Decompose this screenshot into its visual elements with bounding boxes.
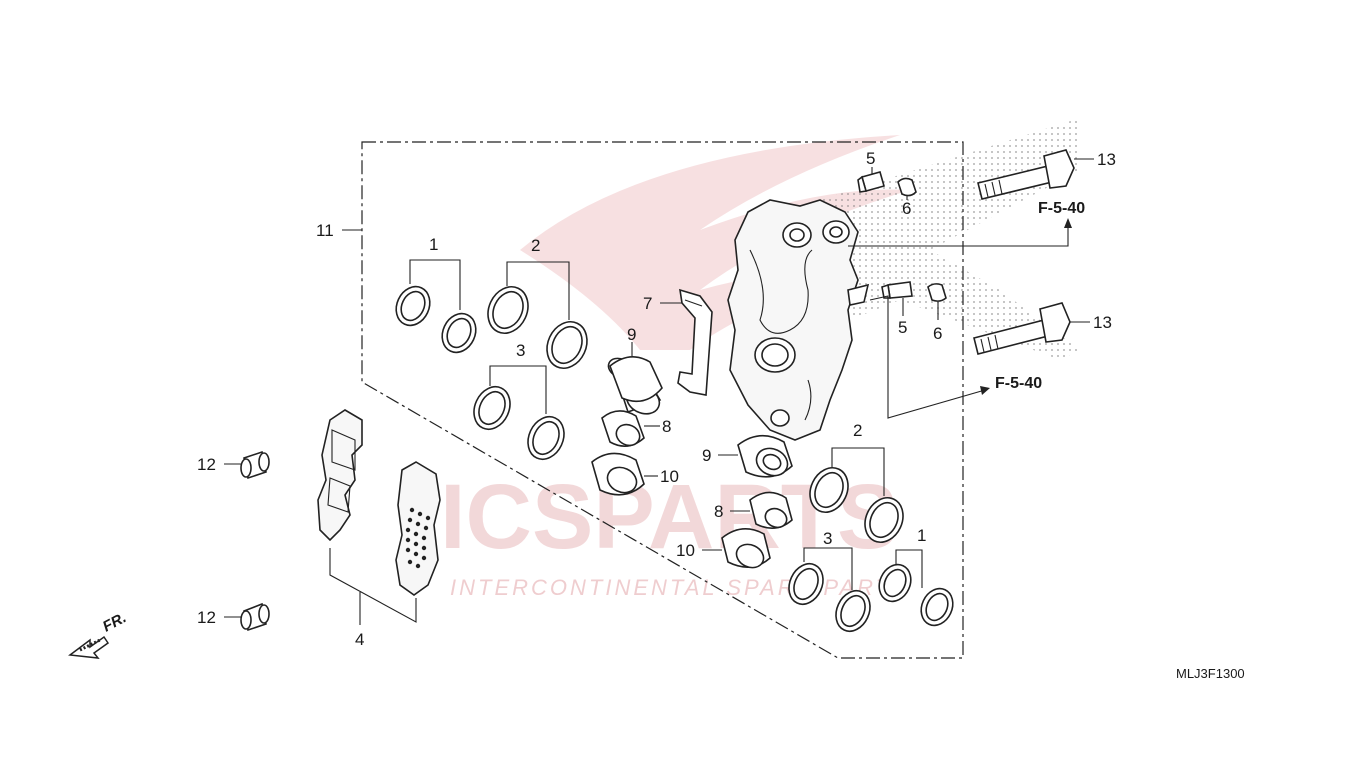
leader-4 bbox=[329, 548, 417, 623]
reference-label-upper: F-5-40 bbox=[1038, 200, 1085, 217]
seal-group-2-lower bbox=[809, 447, 904, 543]
caliper-body bbox=[727, 199, 870, 441]
piston-9-right bbox=[737, 434, 793, 478]
pad-spring-7 bbox=[677, 288, 713, 396]
piston-10-right bbox=[721, 528, 771, 569]
callout-2-upper: 2 bbox=[531, 236, 540, 255]
mounting-bolt-13-upper bbox=[977, 149, 1075, 200]
reference-label-lower: F-5-40 bbox=[995, 375, 1042, 392]
callout-3-lower: 3 bbox=[823, 529, 832, 548]
callout-11: 11 bbox=[316, 221, 334, 240]
bleeder-screw-5-upper bbox=[857, 171, 885, 193]
callout-10-left: 10 bbox=[660, 467, 679, 486]
diagram-code: MLJ3F1300 bbox=[1176, 666, 1245, 681]
seal-group-1-upper bbox=[395, 259, 477, 354]
callout-6-upper: 6 bbox=[902, 199, 911, 218]
callout-13-lower: 13 bbox=[1093, 313, 1112, 332]
callout-6-lower: 6 bbox=[933, 324, 942, 343]
callout-10-right: 10 bbox=[676, 541, 695, 560]
callout-12-lower: 12 bbox=[197, 608, 216, 627]
reference-arrow-lower bbox=[869, 295, 990, 419]
callout-3-upper: 3 bbox=[516, 341, 525, 360]
assembly-boundary-line bbox=[361, 141, 964, 659]
watermark-sub-text: INTERCONTINENTAL SPARE PARTS bbox=[450, 575, 910, 600]
piston-8-right bbox=[749, 491, 793, 529]
seal-group-3-lower bbox=[788, 547, 871, 632]
bushing-12-lower bbox=[240, 602, 270, 632]
callout-8-right: 8 bbox=[714, 502, 723, 521]
seal-group-1-lower bbox=[878, 549, 954, 627]
seal-group-2-upper bbox=[487, 261, 588, 369]
bleeder-cap-6-upper bbox=[897, 177, 917, 197]
callout-9-left: 9 bbox=[627, 325, 636, 344]
callout-5-lower: 5 bbox=[898, 318, 907, 337]
callout-1-lower: 1 bbox=[917, 526, 926, 545]
callout-5-upper: 5 bbox=[866, 149, 875, 168]
callout-2-lower: 2 bbox=[853, 421, 862, 440]
bleeder-screw-5-lower bbox=[881, 281, 913, 299]
reference-arrow-upper bbox=[848, 218, 1072, 247]
callout-13-upper: 13 bbox=[1097, 150, 1116, 169]
callout-7: 7 bbox=[643, 294, 652, 313]
mounting-bolt-13-lower bbox=[973, 302, 1071, 355]
callout-12-upper: 12 bbox=[197, 455, 216, 474]
callout-4: 4 bbox=[355, 630, 364, 649]
callout-8-left: 8 bbox=[662, 417, 671, 436]
callout-1-upper: 1 bbox=[429, 235, 438, 254]
watermark: ICSPARTS INTERCONTINENTAL SPARE PARTS bbox=[440, 135, 910, 600]
piston-10-left bbox=[591, 452, 645, 496]
front-arrow-icon bbox=[68, 635, 110, 659]
brake-pad-rear bbox=[395, 461, 441, 596]
bushing-12-upper bbox=[240, 450, 270, 480]
bleeder-cap-6-lower bbox=[927, 283, 947, 302]
piston-8-left bbox=[601, 410, 645, 447]
seal-group-3-upper bbox=[473, 365, 565, 460]
brake-pad-front bbox=[317, 409, 363, 542]
callout-9-right: 9 bbox=[702, 446, 711, 465]
front-indicator-label: FR. bbox=[100, 609, 129, 635]
piston-9-left-body bbox=[609, 356, 663, 403]
watermark-wing-logo bbox=[520, 135, 910, 350]
